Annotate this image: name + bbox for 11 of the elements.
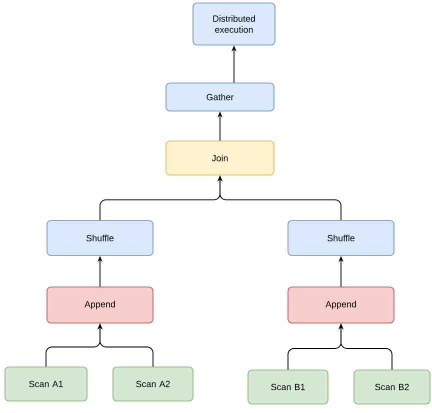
process-box: Distributed execution bbox=[192, 2, 276, 46]
append-box: Append bbox=[46, 286, 154, 324]
scan-box: Scan B1 bbox=[248, 370, 328, 404]
process-box: Shuffle bbox=[46, 220, 154, 256]
scan-box: Scan B2 bbox=[354, 370, 430, 404]
scan-box: Scan A2 bbox=[112, 366, 194, 402]
scan-box: Scan A1 bbox=[4, 366, 88, 402]
append-box: Append bbox=[288, 286, 394, 324]
join-box: Join bbox=[166, 140, 274, 176]
process-box: Gather bbox=[166, 82, 274, 112]
process-box: Shuffle bbox=[288, 220, 394, 256]
